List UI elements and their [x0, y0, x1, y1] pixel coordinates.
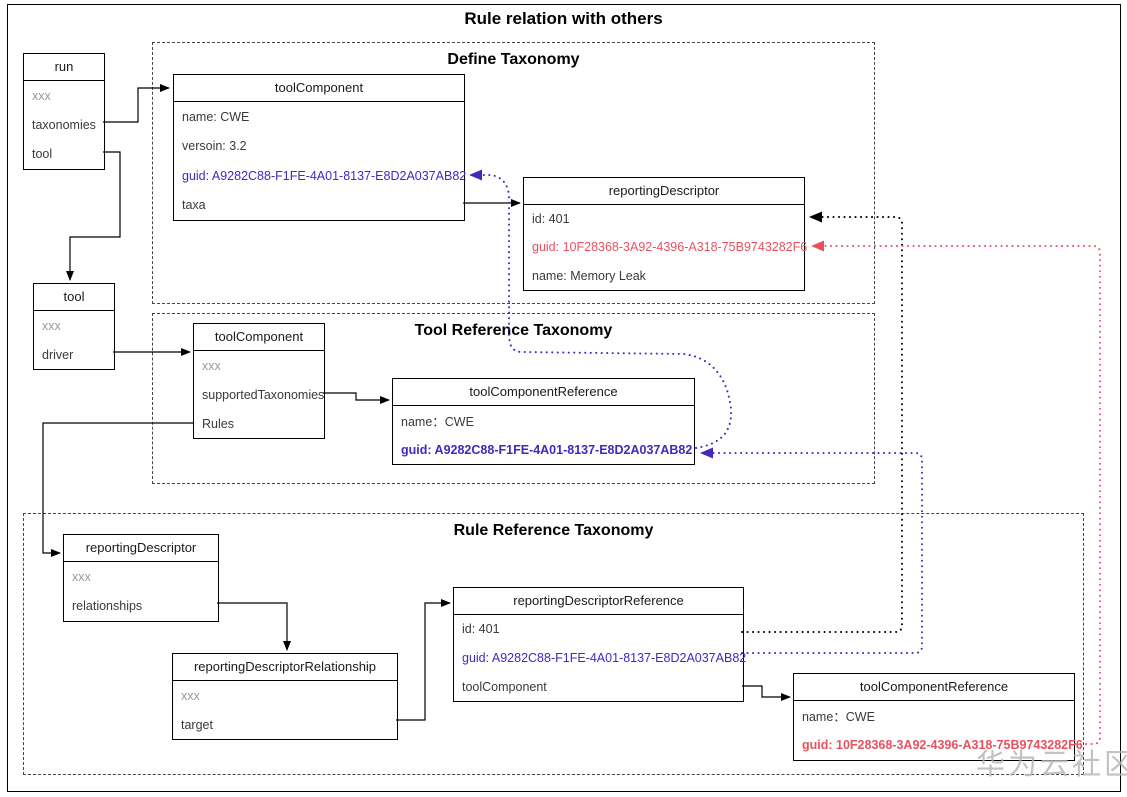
entity-toolcomponent-toolref-title: toolComponent [194, 324, 324, 351]
entity-reportingdescriptorrelationship-field-xxx: xxx [181, 688, 200, 703]
entity-toolcomponent-toolref-field-rules: Rules [202, 416, 234, 431]
entity-run-title: run [24, 54, 104, 81]
entity-reportingdescriptorreference-field-guid: guid: A9282C88-F1FE-4A01-8137-E8D2A037AB… [462, 651, 747, 665]
entity-run-field-tool: tool [32, 147, 53, 162]
entity-toolcomponent-define: toolComponent name: CWE versoin: 3.2 gui… [173, 74, 467, 221]
entity-tool-field-xxx: xxx [42, 318, 61, 333]
entity-toolcomponentreference-toolref-field-name: name：CWE [401, 415, 474, 429]
entity-reportingdescriptorreference-title: reportingDescriptorReference [454, 588, 743, 615]
entity-reportingdescriptor-ruleref-title: reportingDescriptor [64, 535, 218, 562]
entity-reportingdescriptor-ruleref: reportingDescriptor xxx relationships [63, 534, 219, 622]
entity-toolcomponentreference-toolref-title: toolComponentReference [393, 379, 694, 406]
section-rule-reference-taxonomy-label: Rule Reference Taxonomy [453, 522, 654, 539]
entity-reportingdescriptorrelationship-title: reportingDescriptorRelationship [173, 654, 397, 681]
entity-reportingdescriptor-ruleref-field-relationships: relationships [72, 599, 143, 614]
entity-tool-title: tool [34, 284, 114, 311]
entity-reportingdescriptorreference-field-toolcomponent: toolComponent [462, 679, 547, 694]
section-define-taxonomy-label: Define Taxonomy [447, 51, 580, 68]
entity-reportingdescriptor-define-title: reportingDescriptor [524, 178, 804, 205]
entity-toolcomponentreference-ruleref-title: toolComponentReference [794, 674, 1074, 701]
entity-reportingdescriptor-define-field-guid: guid: 10F28368-3A92-4396-A318-75B9743282… [532, 240, 808, 255]
outer-border [7, 4, 1121, 792]
entity-reportingdescriptor-define-field-id: id: 401 [532, 212, 570, 227]
entity-run: run xxx taxonomies tool [23, 53, 105, 170]
entity-reportingdescriptor-define: reportingDescriptor id: 401 guid: 10F283… [523, 177, 808, 291]
entity-run-field-xxx: xxx [32, 88, 51, 103]
entity-toolcomponent-toolref-field-supportedtaxonomies: supportedTaxonomies [202, 387, 325, 402]
entity-reportingdescriptor-define-field-name: name: Memory Leak [532, 268, 646, 283]
entity-toolcomponentreference-ruleref-field-name: name：CWE [802, 710, 875, 725]
entity-toolcomponent-define-field-guid: guid: A9282C88-F1FE-4A01-8137-E8D2A037AB… [182, 168, 467, 183]
entity-reportingdescriptor-ruleref-field-xxx: xxx [72, 569, 91, 584]
entity-tool-field-driver: driver [42, 347, 74, 362]
entity-reportingdescriptorreference: reportingDescriptorReference id: 401 gui… [453, 587, 747, 702]
entity-toolcomponent-toolref: toolComponent xxx supportedTaxonomies Ru… [193, 323, 325, 439]
entity-toolcomponent-define-field-version: versoin: 3.2 [182, 139, 247, 154]
entity-run-field-taxonomies: taxonomies [32, 117, 96, 132]
entity-tool: tool xxx driver [33, 283, 115, 370]
entity-toolcomponent-define-field-taxa: taxa [182, 198, 206, 213]
entity-toolcomponent-define-title: toolComponent [174, 75, 464, 102]
entity-reportingdescriptorrelationship: reportingDescriptorRelationship xxx targ… [172, 653, 398, 740]
entity-toolcomponent-define-field-name: name: CWE [182, 109, 250, 124]
watermark: 华为云社区 [976, 749, 1127, 781]
entity-reportingdescriptorreference-field-id: id: 401 [462, 622, 500, 637]
entity-toolcomponentreference-toolref: toolComponentReference name：CWE guid: A9… [392, 378, 695, 465]
page-title: Rule relation with others [464, 9, 663, 28]
entity-reportingdescriptorrelationship-field-target: target [181, 717, 213, 732]
entity-toolcomponentreference-toolref-field-guid: guid: A9282C88-F1FE-4A01-8137-E8D2A037AB… [401, 442, 693, 457]
entity-toolcomponent-toolref-field-xxx: xxx [202, 358, 221, 373]
